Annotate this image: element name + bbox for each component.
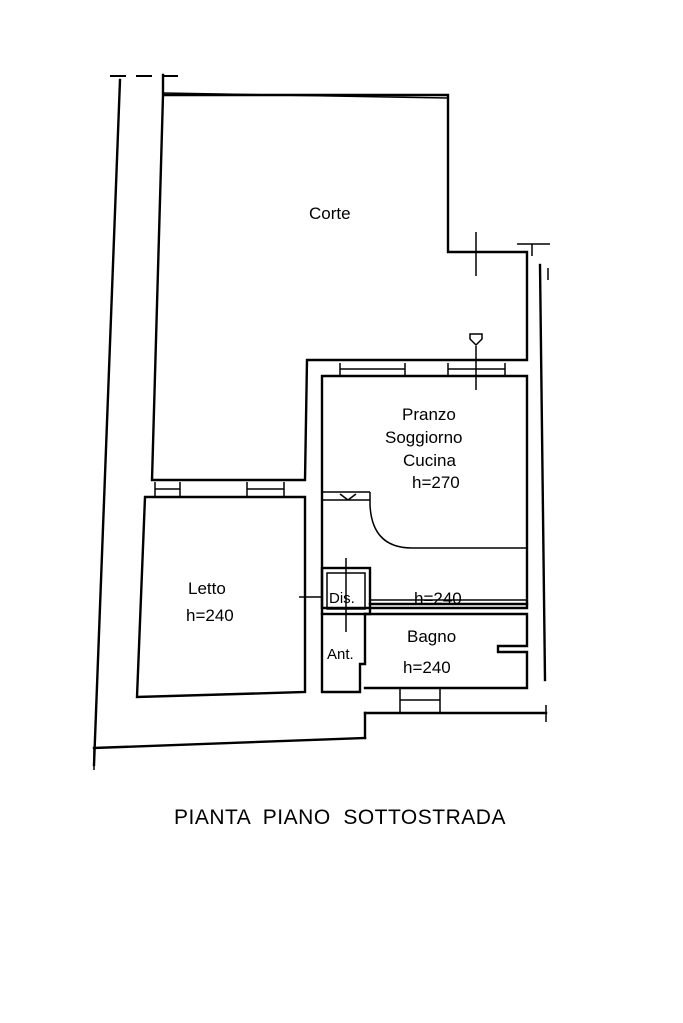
bagno-label: Bagno xyxy=(407,627,456,646)
corte-label: Corte xyxy=(309,204,351,223)
ant-label: Ant. xyxy=(327,646,354,663)
letto-height-label: h=240 xyxy=(186,606,234,625)
letto-label: Letto xyxy=(188,579,226,598)
living-walls xyxy=(320,346,529,610)
plan-title: PIANTA PIANO SOTTOSTRADA xyxy=(174,806,506,829)
pranzo-label: Pranzo xyxy=(402,405,456,424)
bagno-height-label: h=240 xyxy=(403,658,451,677)
living-height-label: h=270 xyxy=(412,473,460,492)
hallway-height-label: h=240 xyxy=(414,589,462,608)
cucina-label: Cucina xyxy=(403,451,456,470)
entrance-arrow-icon xyxy=(469,333,483,347)
dis-label: Dis. xyxy=(329,590,355,607)
letto-walls xyxy=(135,482,322,699)
soggiorno-label: Soggiorno xyxy=(385,428,463,447)
corte-walls xyxy=(150,73,550,482)
property-boundary xyxy=(92,75,549,770)
dis-walls xyxy=(320,558,372,632)
bagno-walls xyxy=(320,612,529,713)
